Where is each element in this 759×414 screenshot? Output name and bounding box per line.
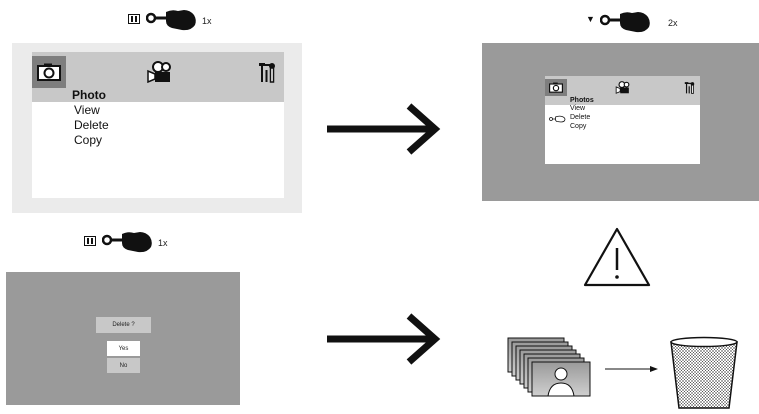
press-count: 1x: [158, 238, 168, 248]
trash-bin-icon: [668, 336, 740, 410]
menu-item-copy[interactable]: Copy: [570, 123, 586, 130]
menu-item-photo[interactable]: Photo: [32, 88, 284, 102]
video-camera-icon: [615, 81, 630, 94]
no-button[interactable]: No: [107, 358, 140, 373]
down-arrow-button-icon: ▼: [586, 14, 595, 24]
menu-item-view[interactable]: View: [74, 103, 100, 117]
tab-settings[interactable]: [250, 56, 284, 88]
step2-press-indicator: ▼ 2x: [586, 8, 696, 36]
pointing-hand-icon: [146, 6, 198, 32]
menu-item-delete[interactable]: Delete: [74, 118, 109, 132]
pointing-hand-icon: [600, 8, 652, 34]
menu-item-delete[interactable]: Delete: [570, 114, 590, 121]
press-count: 1x: [202, 16, 212, 26]
camera-icon: [37, 63, 61, 81]
step3-press-indicator: 1x: [84, 228, 194, 256]
step2-screen: Photos View Delete Copy: [482, 43, 759, 201]
video-camera-icon: [146, 61, 172, 83]
tab-photo[interactable]: [32, 56, 66, 88]
tab-video[interactable]: [611, 79, 633, 96]
photo-stack-icon: [504, 336, 594, 398]
menu-item-label: Photo: [72, 88, 106, 102]
tools-icon: [683, 81, 696, 94]
right-arrow-icon: [325, 102, 443, 156]
camera-icon: [549, 82, 563, 93]
press-count: 2x: [668, 18, 678, 28]
menu-item-view[interactable]: View: [570, 105, 585, 112]
pause-button-icon: [128, 14, 140, 24]
yes-button[interactable]: Yes: [107, 341, 140, 356]
menu-item-label: Photos: [570, 97, 594, 104]
tools-icon: [256, 61, 278, 83]
menu-window: Photo View Delete Copy: [32, 52, 284, 198]
tab-photo[interactable]: [545, 79, 567, 96]
step3-screen: Delete ? Yes No: [6, 272, 240, 405]
right-arrow-thin-icon: [604, 364, 660, 374]
pointing-hand-icon: [102, 228, 154, 254]
menu-window: Photos View Delete Copy: [545, 76, 700, 164]
menu-item-photos[interactable]: Photos: [545, 96, 700, 105]
pointing-hand-outline-icon: [549, 115, 566, 123]
right-arrow-icon: [325, 312, 443, 366]
tab-settings[interactable]: [678, 79, 700, 96]
menu-tab-bar: [545, 76, 700, 96]
warning-triangle-icon: [582, 226, 652, 288]
menu-tab-bar: [32, 52, 284, 88]
menu-item-copy[interactable]: Copy: [74, 133, 102, 147]
delete-dialog-prompt: Delete ?: [96, 317, 151, 333]
step1-press-indicator: 1x: [128, 6, 238, 34]
step1-screen: Photo View Delete Copy: [12, 43, 302, 213]
tab-video[interactable]: [142, 56, 176, 88]
pause-button-icon: [84, 236, 96, 246]
